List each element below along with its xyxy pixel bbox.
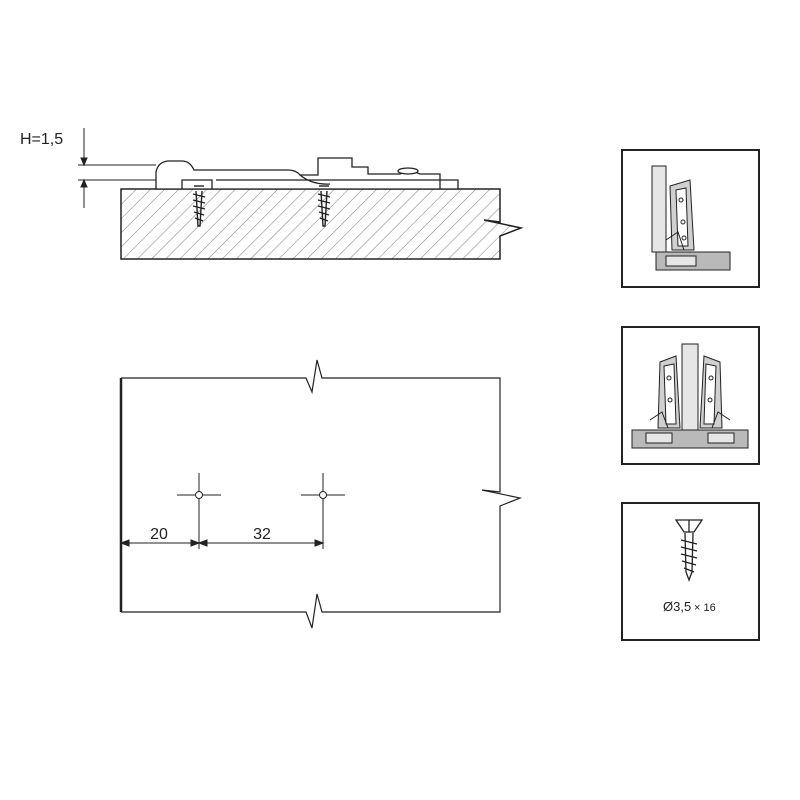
height-label: H=1,5 xyxy=(20,131,63,148)
hinge-single-icon xyxy=(651,165,731,271)
dimension-spacing-label: 32 xyxy=(253,526,271,543)
drill-hole-2 xyxy=(301,473,345,549)
panel-hinge-single xyxy=(621,149,760,288)
panel-outline xyxy=(121,359,523,629)
side-view-section: H=1,5 xyxy=(20,128,524,260)
panel-hinge-double xyxy=(621,326,760,465)
screw-section-right xyxy=(317,185,331,227)
top-view-drilling-plan: 20 32 xyxy=(119,359,523,629)
dimension-lines xyxy=(119,539,325,547)
panel-screw: Ø3,5 × 16 xyxy=(621,502,760,641)
countersunk-screw-icon xyxy=(674,519,704,582)
mounting-plate-profile xyxy=(155,157,459,190)
drill-hole-1 xyxy=(177,473,221,549)
dimension-edge-label: 20 xyxy=(150,526,168,543)
hinge-double-icon xyxy=(631,343,749,449)
screw-spec-diameter: Ø3,5 xyxy=(663,599,691,614)
screw-spec-length: × 16 xyxy=(694,602,716,614)
screw-section-left xyxy=(192,185,206,227)
board-section xyxy=(120,188,524,260)
height-dimension xyxy=(78,128,156,208)
